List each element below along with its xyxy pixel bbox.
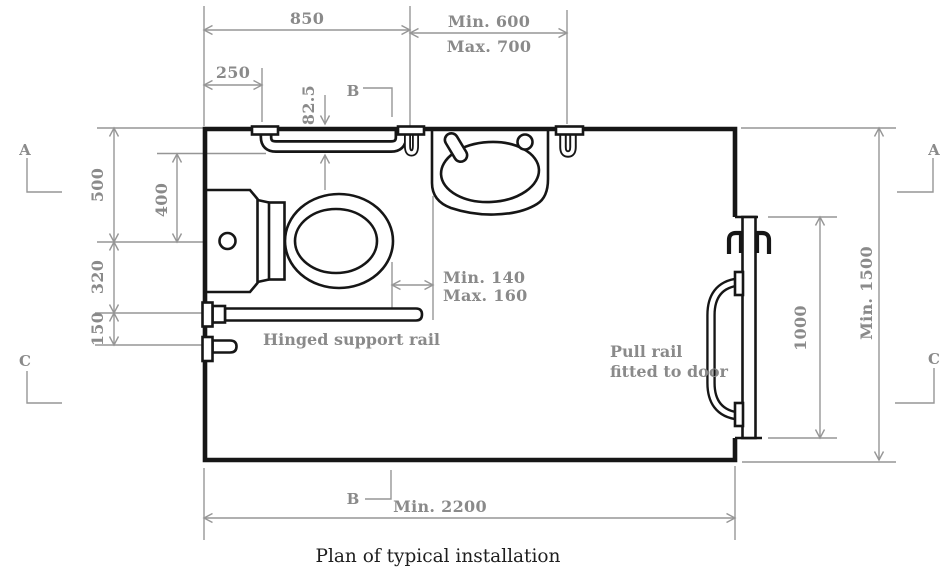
dim-1000: 1000 [791,305,810,351]
section-b-top: B [347,82,360,100]
door-leaf [741,215,757,440]
drop-rail-left [404,129,419,157]
hinged-support-rail [211,304,424,354]
section-marker-labels: A A B B C C [18,82,940,508]
hinged-rail-bar [223,307,424,322]
section-c-left: C [19,352,31,370]
toilet-cistern [203,188,259,294]
drop-rail-bracket [554,125,585,136]
annotation-labels: Hinged support rail Pull rail fitted to … [263,330,729,381]
grab-rail-bracket-right [396,125,426,136]
dim-min140: Min. 140 [443,268,525,287]
dim-250: 250 [216,63,250,82]
pull-rail [706,270,745,428]
washbasin [430,131,550,216]
toilet-seat-hinge [267,201,286,281]
drop-rail-right [559,129,577,158]
dim-82-5: 82.5 [299,85,318,125]
dim-400: 400 [152,183,171,217]
section-marker-brackets [26,87,935,500]
hinged-rail-flange [201,301,214,328]
dim-850: 850 [290,9,324,28]
label-pull-rail-2: fitted to door [610,362,729,381]
room-walls [202,126,738,463]
toilet-bowl-inner [293,207,379,275]
grab-rail-bracket-left [250,125,280,136]
rail-stub-flange [201,335,214,363]
dimension-lines [108,24,885,524]
door-assembly [706,215,772,440]
dim-min1500: Min. 1500 [857,246,876,340]
diagram-caption: Plan of typical installation [316,546,561,567]
label-hinged-rail: Hinged support rail [263,330,440,349]
hinged-rail-block [211,304,227,324]
section-b-bottom: B [347,490,360,508]
door-hinge-right [754,230,772,254]
dim-max700: Max. 700 [447,37,532,56]
door-hinge-left [726,230,744,254]
toilet [203,188,395,294]
dim-320: 320 [88,260,107,294]
wall-brackets [201,125,585,363]
pull-rail-bracket-bottom [733,401,745,428]
pull-rail-bracket-top [733,270,745,297]
rail-stub [211,339,238,354]
washbasin-tap [443,131,469,164]
section-a-left: A [18,141,31,159]
toilet-flush-button [218,231,237,251]
section-c-right: C [928,350,940,368]
grab-rail [259,129,408,153]
section-a-right: A [927,141,940,159]
label-pull-rail-1: Pull rail [610,342,682,361]
dim-min2200: Min. 2200 [393,497,487,516]
dimension-labels: 850 Min. 600 Max. 700 250 82.5 500 400 3… [88,9,876,516]
dim-500: 500 [88,168,107,202]
dim-150: 150 [88,312,107,346]
washbasin-taphole [516,133,534,151]
dim-min600: Min. 600 [448,12,530,31]
dim-max160: Max. 160 [443,286,528,305]
